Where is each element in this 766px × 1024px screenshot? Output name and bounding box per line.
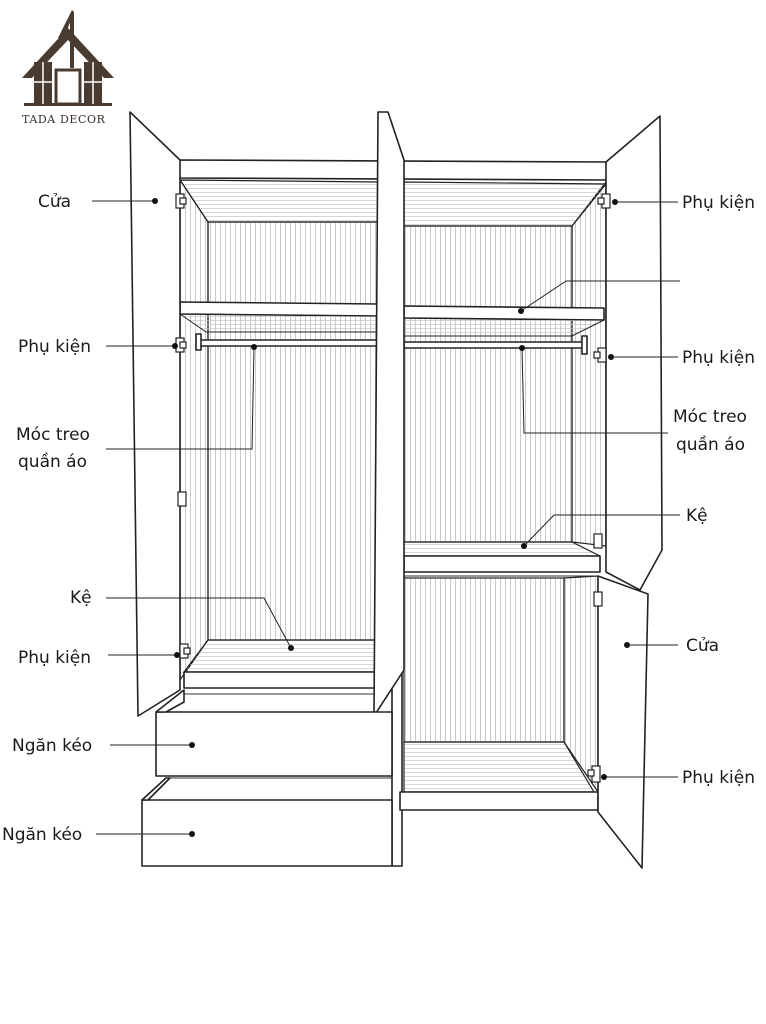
hinge-icon (175, 193, 187, 209)
hinge-icon (179, 643, 191, 659)
left-outer-door[interactable] (129, 111, 181, 717)
right-upper-door[interactable] (605, 115, 663, 591)
left-ceiling (178, 179, 379, 223)
right-upper-back-panel (403, 225, 573, 543)
left-back-panel (207, 221, 379, 641)
hinge-icon (593, 533, 603, 549)
label-right-door: Cửa (686, 636, 719, 656)
hinge-icon (593, 347, 607, 363)
label-right-accessory-bottom: Phụ kiện (682, 768, 755, 788)
left-bottom-shelf-edge (183, 671, 379, 689)
bottom-drawer[interactable] (141, 799, 393, 867)
hinge-icon (587, 765, 601, 783)
leader-lines (92, 198, 680, 837)
left-upper-shelf-under (178, 313, 379, 333)
label-left-hanger-line1: Móc treo (16, 425, 90, 445)
left-side-wall (179, 178, 209, 682)
left-inner-door[interactable] (373, 111, 405, 717)
right-hanging-rod[interactable] (403, 341, 587, 349)
label-left-drawer-bottom: Ngăn kéo (2, 825, 82, 845)
label-right-hanger-line1: Móc treo (673, 407, 747, 427)
hinge-icon (177, 491, 187, 507)
left-rod-bracket (195, 333, 202, 351)
bottom-drawer-side (141, 777, 171, 801)
label-right-hanger-line2: quần áo (676, 434, 745, 455)
right-upper-side-wall (571, 180, 607, 547)
label-left-drawer-top: Ngăn kéo (12, 736, 92, 756)
right-ceiling (403, 181, 608, 227)
label-right-accessory-mid: Phụ kiện (682, 348, 755, 368)
brand-name: TADA DECOR (22, 113, 106, 126)
right-lower-door[interactable] (597, 575, 649, 869)
right-rod-bracket (581, 335, 588, 355)
left-hanging-rod[interactable] (197, 339, 379, 347)
label-left-accessory-bottom: Phụ kiện (18, 648, 91, 668)
label-left-door: Cửa (38, 192, 71, 212)
right-middle-shelf[interactable] (403, 541, 601, 557)
label-right-accessory-top: Phụ kiện (682, 193, 755, 213)
right-middle-shelf-edge (403, 555, 601, 573)
top-drawer[interactable] (155, 711, 393, 777)
label-left-accessory-top: Phụ kiện (18, 337, 91, 357)
label-left-shelf: Kệ (70, 588, 92, 608)
house-logo-icon (22, 10, 114, 106)
right-lower-back-panel (403, 577, 565, 743)
hinge-icon (597, 193, 611, 209)
right-base-plinth (399, 791, 599, 811)
left-bottom-shelf[interactable] (182, 639, 379, 673)
brand-logo: TADA DECOR (22, 10, 114, 126)
label-left-hanger-line2: quần áo (18, 451, 87, 472)
hinge-icon (593, 591, 603, 607)
label-right-shelf: Kệ (686, 506, 708, 526)
wardrobe-body (177, 159, 611, 867)
right-lower-floor (403, 741, 596, 793)
top-drawer-side (155, 689, 185, 713)
right-upper-shelf-under (403, 317, 605, 337)
